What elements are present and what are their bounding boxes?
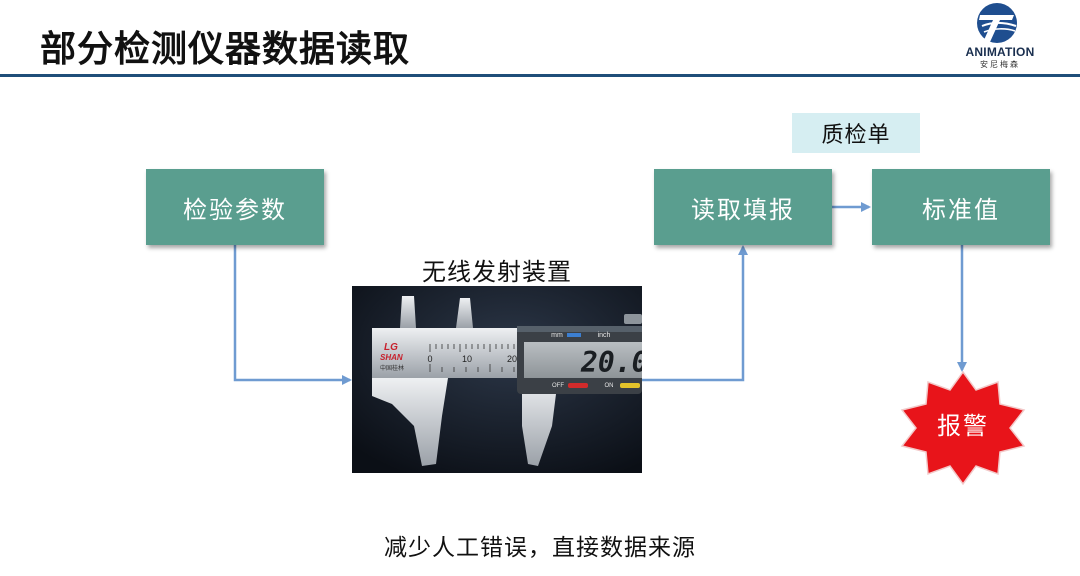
caliper-brand-top: LG: [384, 342, 398, 353]
on-button-label: ON: [605, 383, 614, 389]
bottom-note: 减少人工错误，直接数据来源: [384, 535, 696, 561]
read-fill-box: 读取填报: [654, 169, 832, 245]
caliper-maker: 中国桂林: [380, 364, 404, 372]
unit-mm-label: mm: [551, 332, 563, 339]
page-title: 部分检测仪器数据读取: [40, 29, 411, 70]
qc-sheet-label: 质检单: [792, 113, 920, 153]
wireless-device-label: 无线发射装置: [422, 258, 572, 286]
caliper-brand-bottom: SHAN: [380, 353, 403, 362]
logo-subtitle: 安尼梅森: [980, 60, 1020, 69]
header-divider: [0, 74, 1080, 77]
scale-label-10: 10: [462, 354, 472, 364]
company-logo: ANIMATION 安尼梅森: [950, 0, 1050, 72]
logo-name: ANIMATION: [965, 45, 1035, 59]
alarm-starburst-icon: [900, 370, 1026, 486]
scale-label-0: 0: [427, 354, 432, 364]
standard-value-box: 标准值: [872, 169, 1050, 245]
inspection-params-box: 检验参数: [146, 169, 324, 245]
connector-param-to-device: [233, 245, 352, 385]
scale-label-20: 20: [507, 354, 517, 364]
off-button-label: OFF: [552, 383, 564, 389]
connector-device-to-fill: [642, 245, 748, 382]
digital-caliper-image: LG SHAN 中国桂林 0 10 20 mm inch 20.0 OFF ON: [352, 286, 642, 473]
unit-inch-label: inch: [598, 332, 611, 339]
animation-logo-icon: [977, 3, 1017, 43]
alarm-label: 报警: [937, 412, 989, 440]
lcd-reading: 20.0: [580, 346, 642, 379]
